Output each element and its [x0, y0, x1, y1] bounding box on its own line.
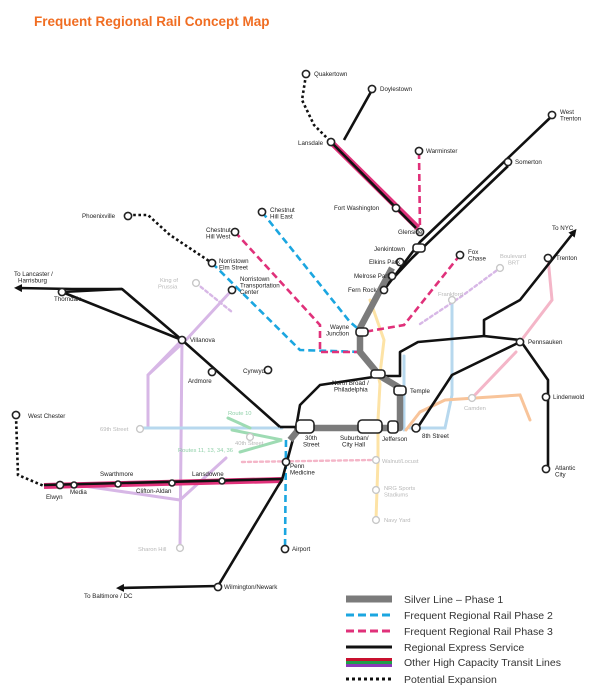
label-suburban-city-hall: Suburban/City Hall [340, 435, 369, 449]
label-doylestown: Doylestown [380, 86, 413, 93]
label-west-chester: West Chester [28, 413, 65, 420]
label-clifton-aldan: Clifton-Aldan [136, 488, 172, 495]
label-melrose-park: Melrose Park [354, 273, 391, 280]
label-lansdale: Lansdale [298, 140, 324, 147]
svg-text:Regional Express Service: Regional Express Service [404, 642, 524, 654]
label-8th-street: 8th Street [422, 433, 449, 440]
label-somerton: Somerton [515, 159, 542, 166]
label-wilmington: Wilmington/Newark [224, 584, 278, 591]
label-fort-washington: Fort Washington [334, 205, 380, 212]
legend-item-silver: Silver Line – Phase 1 [346, 594, 503, 606]
phase-3-lines [234, 151, 462, 354]
label-swarthmore: Swarthmore [100, 471, 134, 478]
express-lines [14, 89, 577, 592]
legend-item-other-transit: Other High Capacity Transit Lines [346, 657, 561, 669]
label-warminster: Warminster [426, 148, 457, 155]
label-frankford: Frankford [438, 292, 463, 298]
label-camden: Camden [464, 406, 486, 412]
label-sharon-hill: Sharon Hill [138, 547, 166, 553]
label-to-lancaster: To Lancaster /Harrisburg [14, 271, 53, 285]
label-lindenwold: Lindenwold [553, 394, 585, 401]
svg-text:Silver Line – Phase 1: Silver Line – Phase 1 [404, 594, 503, 606]
faint-expansion-lines [194, 266, 502, 464]
silver-line-phase-1 [287, 266, 404, 443]
potential-expansion-lines [14, 74, 332, 488]
phase-2-lines [211, 211, 363, 551]
label-jenkintown: Jenkintown [374, 246, 406, 253]
label-trenton: Trenton [556, 255, 578, 262]
label-trolley-routes: Routes 11, 13, 34, 36 [178, 448, 233, 454]
label-lansdowne: Lansdowne [192, 471, 224, 478]
label-elwyn: Elwyn [46, 494, 63, 501]
label-airport: Airport [292, 546, 311, 553]
label-fern-rock: Fern Rock [348, 287, 377, 294]
label-route-10: Route 10 [228, 411, 252, 417]
faint-transit-lines [68, 256, 554, 550]
label-glenside: Glenside [398, 229, 423, 236]
faint-pink-line [470, 256, 554, 400]
label-ardmore: Ardmore [188, 378, 212, 385]
label-phoenixville: Phoenixville [82, 213, 116, 220]
label-navy-yard: Navy Yard [384, 518, 411, 524]
legend-item-express: Regional Express Service [346, 642, 524, 654]
page-title: Frequent Regional Rail Concept Map [34, 14, 270, 29]
faint-orange-line [404, 393, 532, 432]
label-elkins-park: Elkins Park [369, 259, 401, 266]
station-markers [11, 69, 557, 592]
label-temple: Temple [410, 388, 431, 395]
label-69th-street: 69th Street [100, 427, 129, 433]
label-cynwyd: Cynwyd [243, 368, 266, 375]
svg-text:Frequent Regional Rail Phase 2: Frequent Regional Rail Phase 2 [404, 610, 553, 622]
faint-purple-line [68, 288, 234, 550]
svg-text:Potential Expansion: Potential Expansion [404, 674, 497, 686]
label-jefferson: Jefferson [382, 436, 408, 443]
label-villanova: Villanova [190, 337, 216, 344]
legend: Silver Line – Phase 1 Frequent Regional … [346, 594, 561, 686]
label-thorndale: Thorndale [54, 296, 82, 303]
svg-text:Frequent Regional Rail Phase 3: Frequent Regional Rail Phase 3 [404, 626, 553, 638]
label-pennsauken: Pennsauken [528, 339, 563, 346]
label-media: Media [70, 489, 87, 496]
label-40th-street: 40th Street [235, 441, 264, 447]
label-walnut-locust: Walnut/Locust [382, 459, 419, 465]
label-north-broad: North Broad /Philadelphia [332, 380, 369, 394]
legend-item-phase-2: Frequent Regional Rail Phase 2 [346, 610, 553, 622]
legend-item-expansion: Potential Expansion [346, 674, 497, 686]
label-quakertown: Quakertown [314, 71, 348, 78]
svg-text:Other High Capacity Transit Li: Other High Capacity Transit Lines [404, 657, 561, 669]
label-to-nyc: To NYC [552, 225, 574, 232]
faint-blue-line [138, 298, 454, 432]
label-to-baltimore: To Baltimore / DC [84, 593, 133, 600]
legend-item-phase-3: Frequent Regional Rail Phase 3 [346, 626, 553, 638]
